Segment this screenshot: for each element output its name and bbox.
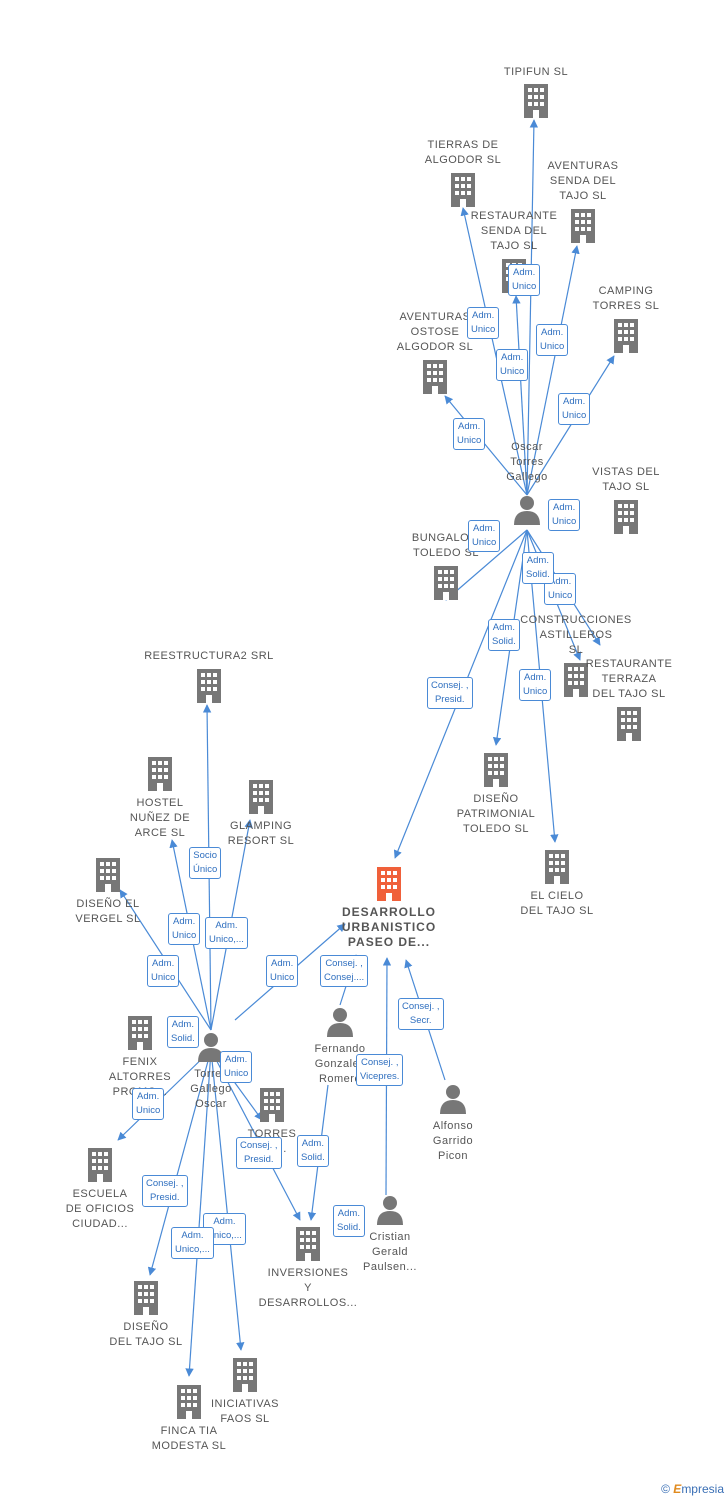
company-aventuras-ostose-icon[interactable] [423,360,447,394]
relation-badge[interactable]: Adm. Unico [519,669,552,701]
relation-edge [526,355,615,496]
main-company-icon[interactable] [377,867,401,901]
company-vistas-label[interactable]: VISTAS DEL TAJO SL [592,466,660,493]
relation-badge[interactable]: Adm. Unico [536,324,569,356]
relation-badge[interactable]: Adm. Unico [168,913,201,945]
company-construcciones-label[interactable]: CONSTRUCCIONES ASTILLEROS SL [520,614,632,656]
company-escuela-icon[interactable] [88,1148,112,1182]
company-hostel-icon[interactable] [148,757,172,791]
company-diseno-patrimonial-icon[interactable] [484,753,508,787]
company-diseno-vergel-label[interactable]: DISEÑO EL VERGEL SL [75,898,141,925]
relation-badge[interactable]: Consej. , Presid. [236,1137,282,1169]
company-restaurante-senda-label[interactable]: RESTAURANTE SENDA DEL TAJO SL [470,210,558,252]
relation-edge [526,119,539,496]
company-camping-label[interactable]: CAMPING TORRES SL [592,285,660,312]
relation-badge[interactable]: Adm. Unico [220,1051,253,1083]
company-glamping-label[interactable]: GLAMPING RESORT SL [227,820,295,847]
relation-badge[interactable]: Adm. Unico [548,499,581,531]
relation-badge[interactable]: Adm. Solid. [522,552,554,584]
company-tierras-icon[interactable] [451,173,475,207]
company-aventuras-senda-label[interactable]: AVENTURAS SENDA DEL TAJO SL [547,160,619,202]
relation-badge[interactable]: Adm. Unico [467,307,500,339]
relation-edge [210,1049,245,1351]
company-inversiones-label[interactable]: INVERSIONES Y DESARROLLOS... [258,1267,358,1309]
person-fernando-icon[interactable] [327,1008,353,1037]
person-oscar1-icon[interactable] [514,496,540,525]
relation-badge[interactable]: Adm. Unico [558,393,591,425]
empresia-logo: © Empresia [661,1482,724,1496]
company-iniciativas-label[interactable]: INICIATIVAS FAOS SL [210,1398,280,1425]
relation-badge[interactable]: Adm. Unico [508,264,541,296]
company-diseno-patrimonial-label[interactable]: DISEÑO PATRIMONIAL TOLEDO SL [456,793,536,835]
company-aventuras-ostose-label[interactable]: AVENTURAS OSTOSE ALGODOR SL [396,311,474,353]
relation-badge[interactable]: Consej. , Vicepres. [356,1054,404,1086]
company-restaurante-terraza-label[interactable]: RESTAURANTE TERRAZA DEL TAJO SL [585,658,673,700]
main-company-label[interactable]: DESARROLLO URBANISTICO PASEO DE... [341,905,437,949]
person-alfonso-label[interactable]: Alfonso Garrido Picon [432,1120,474,1162]
company-tipifun-icon[interactable] [524,84,548,118]
company-tipifun-label[interactable]: TIPIFUN SL [503,66,569,78]
relation-badge[interactable]: Adm. Unico [496,349,529,381]
relation-edge [460,207,528,496]
company-bungalow-label[interactable]: BUNGALOW TOLEDO SL [411,532,481,559]
company-escuela-label[interactable]: ESCUELA DE OFICIOS CIUDAD... [65,1188,135,1230]
company-reestructura-label[interactable]: REESTRUCTURA2 SRL [144,650,274,662]
company-reestructura-icon[interactable] [197,669,221,703]
company-camping-icon[interactable] [614,319,638,353]
relation-edge [147,1049,212,1276]
relation-badge[interactable]: Consej. , Presid. [142,1175,188,1207]
person-cristian-label[interactable]: Cristian Gerald Paulsen... [363,1231,417,1273]
person-cristian-icon[interactable] [377,1196,403,1225]
company-iniciativas-icon[interactable] [233,1358,257,1392]
relation-badge[interactable]: Adm. Unico,... [171,1227,214,1259]
relation-badge[interactable]: Socio Único [189,847,222,879]
relation-badge[interactable]: Adm. Solid. [333,1205,365,1237]
company-tierras-label[interactable]: TIERRAS DE ALGODOR SL [424,139,502,166]
company-bungalow-icon[interactable] [434,566,458,600]
relation-badge[interactable]: Adm. Solid. [297,1135,329,1167]
relation-badge[interactable]: Adm. Unico,... [205,917,248,949]
relation-badge[interactable]: Adm. Solid. [488,619,520,651]
company-vistas-icon[interactable] [614,500,638,534]
relation-badge[interactable]: Adm. Unico [132,1088,165,1120]
company-fenix-icon[interactable] [128,1016,152,1050]
company-el-cielo-icon[interactable] [545,850,569,884]
relation-edge [117,1049,212,1141]
relation-edge [444,395,528,496]
person-fernando-label[interactable]: Fernando Gonzalez Romero [314,1043,366,1085]
relation-badge[interactable]: Consej. , Consej.... [320,955,369,987]
person-oscar1-label[interactable]: Oscar Torres Gallego [506,441,548,483]
company-diseno-vergel-icon[interactable] [96,858,120,892]
relation-edge [445,529,528,601]
company-finca-label[interactable]: FINCA TIA MODESTA SL [151,1425,227,1452]
relation-badge[interactable]: Adm. Solid. [167,1016,199,1048]
relation-badge[interactable]: Adm. Unico [468,520,501,552]
relation-badge[interactable]: Adm. Unico [453,418,486,450]
company-diseno-tajo-icon[interactable] [134,1281,158,1315]
company-diseno-tajo-label[interactable]: DISEÑO DEL TAJO SL [109,1321,183,1348]
relation-badge[interactable]: Adm. Unico [147,955,180,987]
relation-edge [526,245,580,496]
person-oscar2-label[interactable]: Torres Gallego Oscar [190,1068,232,1110]
company-glamping-icon[interactable] [249,780,273,814]
relation-edge [185,1049,212,1377]
company-restaurante-terraza-icon[interactable] [617,707,641,741]
person-alfonso-icon[interactable] [440,1085,466,1114]
company-el-cielo-label[interactable]: EL CIELO DEL TAJO SL [520,890,594,917]
relation-badge[interactable]: Consej. , Secr. [398,998,444,1030]
relation-edge [512,295,528,496]
company-hostel-label[interactable]: HOSTEL NUÑEZ DE ARCE SL [129,797,191,839]
relation-badge[interactable]: Adm. Unico [266,955,299,987]
relation-badge[interactable]: Consej. , Presid. [427,677,473,709]
